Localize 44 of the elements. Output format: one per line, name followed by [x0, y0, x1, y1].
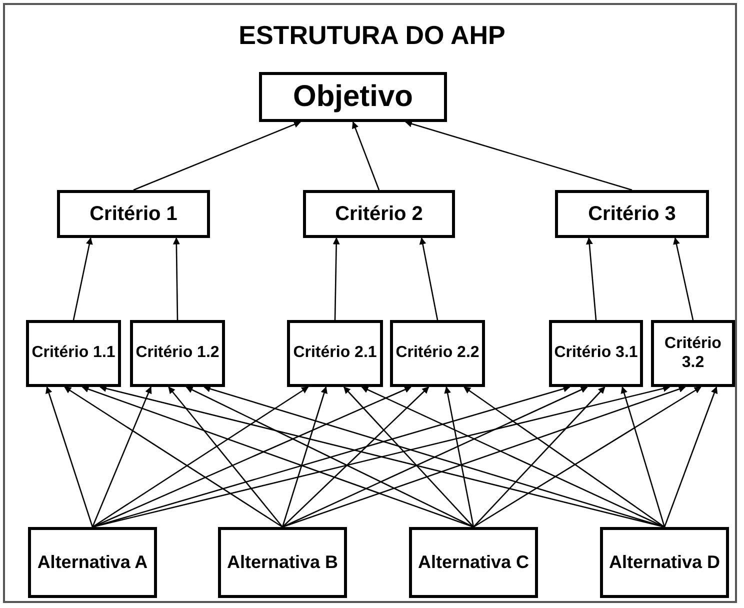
arrow: [352, 121, 380, 190]
criterion-box: Critério 3.1: [549, 320, 643, 387]
arrow: [133, 121, 301, 191]
arrow: [404, 120, 632, 191]
criterion-box: Critério 3.2: [651, 320, 735, 387]
criterion-box: Critério 1.2: [130, 320, 225, 387]
criterion-box: Critério 1.1: [26, 320, 121, 387]
arrow: [186, 386, 474, 528]
arrow: [464, 386, 665, 528]
arrow: [473, 386, 606, 528]
arrow: [92, 386, 152, 528]
alternative-box: Alternativa D: [600, 527, 729, 598]
arrow: [332, 237, 340, 320]
arrow: [282, 386, 588, 528]
criterion-box: Critério 3: [555, 190, 709, 238]
criterion-box: Critério 1: [57, 190, 210, 238]
arrow: [82, 386, 474, 528]
criterion-box: Critério 2.1: [287, 320, 383, 387]
criterion-box: Critério 2: [303, 190, 455, 238]
arrow: [473, 386, 702, 528]
arrow: [46, 386, 94, 528]
alternative-box: Alternativa A: [28, 527, 157, 598]
arrow: [72, 237, 93, 320]
diagram-title: ESTRUTURA DO AHP: [238, 20, 506, 51]
arrow: [673, 237, 694, 320]
arrow: [419, 237, 438, 320]
arrow: [203, 385, 665, 528]
arrow: [620, 386, 666, 528]
arrow: [64, 386, 283, 528]
arrow: [343, 386, 474, 528]
arrow: [168, 386, 283, 528]
arrow: [92, 385, 570, 528]
arrow: [172, 237, 180, 320]
arrow: [282, 386, 686, 528]
arrow: [282, 386, 430, 528]
arrow: [664, 386, 718, 528]
arrow: [282, 386, 328, 528]
alternative-box: Alternativa B: [218, 527, 347, 598]
arrow: [92, 386, 309, 528]
goal-box: Objetivo: [259, 72, 447, 122]
criterion-box: Critério 2.2: [390, 320, 485, 387]
arrow: [586, 237, 597, 320]
alternative-box: Alternativa C: [409, 527, 538, 598]
arrow: [444, 386, 474, 528]
